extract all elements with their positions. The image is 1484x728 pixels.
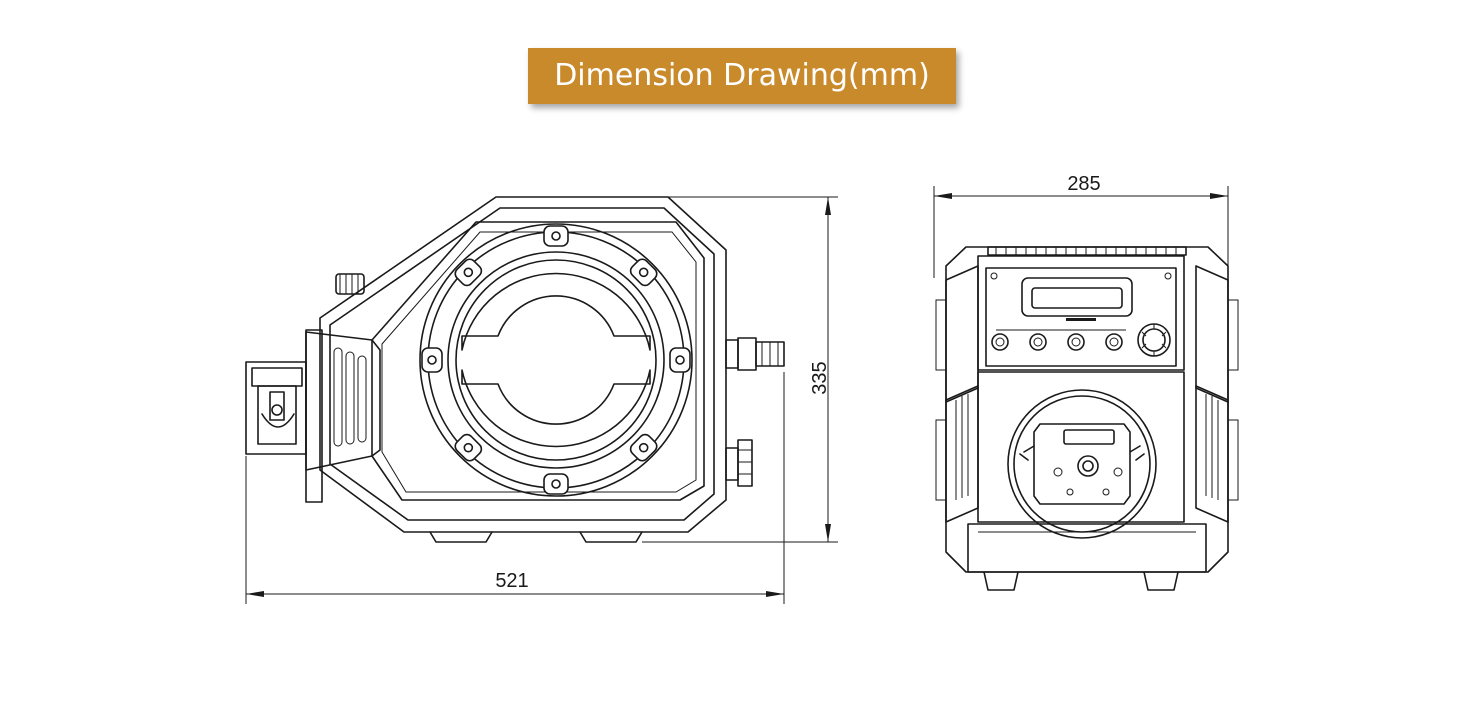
- side-width-label: 521: [495, 570, 528, 592]
- front-control-panel: [977, 255, 1185, 371]
- side-fitting-upper: [725, 337, 785, 371]
- side-handle: [245, 361, 307, 455]
- front-base: [967, 523, 1207, 573]
- dimension-front-width: 285: [933, 173, 1229, 278]
- dimension-height: 335: [642, 196, 838, 543]
- side-view-body: [319, 196, 727, 533]
- side-pump-bolts: [421, 225, 691, 495]
- front-feet: [983, 571, 1179, 591]
- side-view: 521 335: [245, 196, 838, 604]
- front-control-knob: [1137, 323, 1171, 357]
- side-feet: [429, 531, 643, 543]
- front-view: 285: [933, 173, 1239, 591]
- front-top-ribs: [987, 246, 1187, 256]
- side-vent-slots: [333, 347, 367, 447]
- side-top-knob: [335, 273, 365, 295]
- height-label: 335: [809, 361, 831, 394]
- dimension-side-width: 521: [245, 372, 785, 604]
- front-right-wing: [1195, 265, 1239, 523]
- side-fitting-lower: [725, 439, 753, 487]
- front-width-label: 285: [1067, 173, 1100, 195]
- front-lower-housing: [977, 371, 1185, 523]
- title-banner: Dimension Drawing(mm): [528, 48, 956, 104]
- front-panel-screws: [990, 272, 1172, 280]
- side-vent-block: [305, 331, 381, 471]
- front-pump-head: [1007, 389, 1157, 539]
- side-view-body-inner: [329, 207, 715, 521]
- front-left-wing: [935, 265, 979, 523]
- side-pump-head: [419, 223, 693, 497]
- front-control-buttons: [991, 333, 1123, 351]
- side-view-panel: [371, 221, 705, 501]
